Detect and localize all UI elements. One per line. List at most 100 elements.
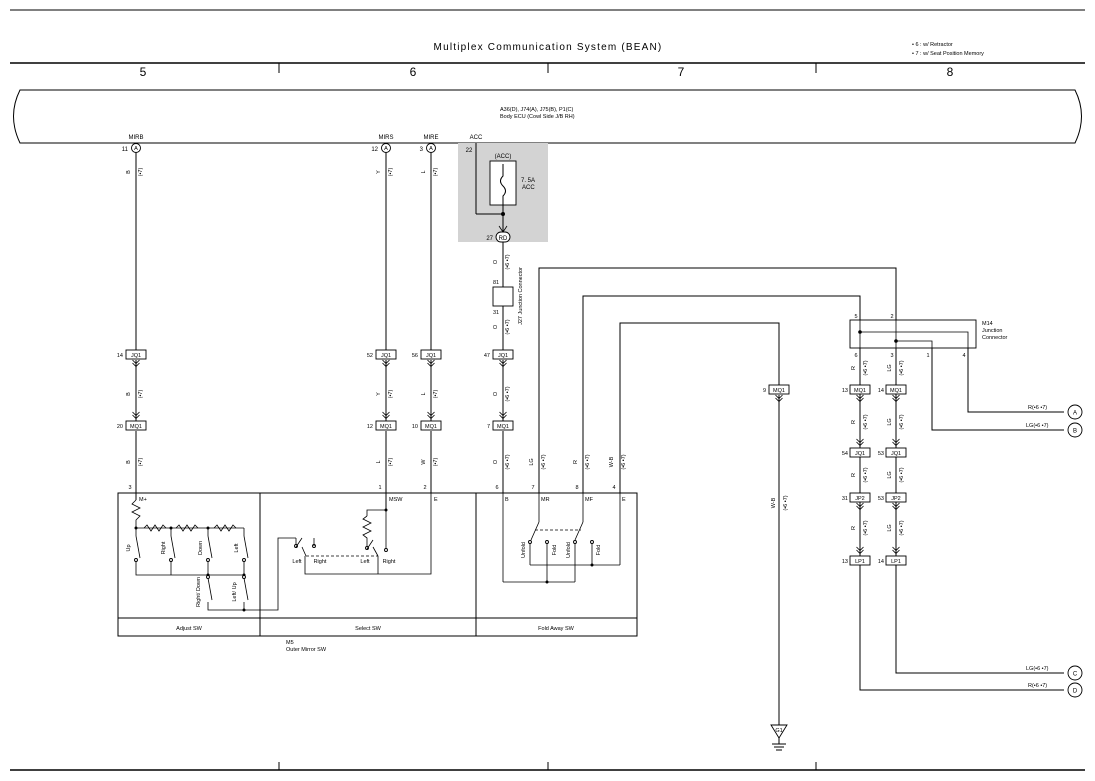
terminal-pin: 12 — [371, 147, 378, 153]
conn-name: MQ1 — [425, 424, 437, 430]
select-label-left: Left — [360, 559, 370, 565]
mirror-pin: 8 — [575, 485, 578, 491]
terminal-conn: A — [134, 146, 138, 152]
wire-tag: (•6 •7) — [783, 495, 789, 510]
fold-away-switch: Unfold Fold Unfold Fold — [502, 493, 621, 584]
ecu-connectors: A36(D), J74(A), J75(B), P1(C) — [500, 107, 574, 113]
wire-tag: (•7) — [433, 458, 439, 467]
adjust-label-right: Right — [161, 541, 167, 554]
adjust-label-right-down: Right/ Down — [196, 577, 202, 607]
mirror-pin: 3 — [128, 485, 131, 491]
conn-name: JQ1 — [855, 451, 865, 457]
wire-tag: (•7) — [138, 458, 144, 467]
wire-color: LG — [887, 524, 893, 531]
wire-color: R — [851, 473, 857, 477]
wire-color: L — [421, 392, 427, 395]
mirror-term: E — [622, 497, 626, 503]
wire-color: LG — [887, 418, 893, 425]
wire-tag: (•6 •7) — [899, 467, 905, 482]
mirror-pin: 2 — [423, 485, 426, 491]
fold-label-unfold: Unfold — [521, 542, 527, 558]
fuse-block: ACC 22 (ACC) 7. 5A ACC RD 27 — [458, 135, 548, 243]
fold-label-fold: Fold — [552, 545, 558, 556]
wire-color: B — [126, 460, 132, 464]
select-label-right: Right — [383, 559, 396, 565]
conn-name: JQ1 — [498, 353, 508, 359]
conn-name: MQ1 — [854, 388, 866, 394]
ecu-name: Body ECU (Cowl Side J/B RH) — [500, 114, 575, 120]
adjust-label-left-up: Left/ Up — [232, 582, 238, 601]
fuse-name: ACC — [522, 185, 535, 191]
m14-pin: 3 — [890, 353, 893, 359]
conn-pin: 13 — [842, 559, 848, 565]
wire-tag: (•7) — [138, 168, 144, 177]
wire-tag: (•6 •7) — [621, 454, 627, 469]
adjust-switch: Up Right Down Left Right/ Down Left/ Up — [126, 493, 296, 612]
wire-tag: (•7) — [388, 390, 394, 399]
select-label-right: Right — [314, 559, 327, 565]
m14-pin: 4 — [962, 353, 965, 359]
output-c: LG(•6 •7) C — [1026, 665, 1083, 681]
terminal-name: MIRB — [129, 135, 144, 141]
mirror-term: MF — [585, 497, 594, 503]
fuse-rating: 7. 5A — [521, 178, 535, 184]
wire-tag: (•7) — [388, 458, 394, 467]
column-number-5: 5 — [140, 65, 147, 79]
fold-label-fold: Fold — [596, 545, 602, 556]
conn-pin: 47 — [484, 353, 490, 359]
resistor-icon — [131, 499, 141, 528]
output-label: LG(•6 •7) — [1026, 423, 1049, 429]
conn-name: JQ1 — [131, 353, 141, 359]
wire-tag: (•7) — [433, 390, 439, 399]
column-number-7: 7 — [678, 65, 685, 79]
output-tag: C — [1073, 672, 1078, 678]
m14-pin: 5 — [854, 314, 857, 320]
conn-name: LP1 — [891, 559, 901, 565]
wire-tag: (•6 •7) — [585, 454, 591, 469]
j27-pin-in: 81 — [493, 280, 499, 286]
junction-m14: M14 Junction Connector 5 2 6 3 1 4 — [849, 314, 1064, 431]
fuse-pin: 22 — [466, 148, 473, 154]
conn-pin: 31 — [842, 496, 848, 502]
terminal-pin: 3 — [420, 147, 424, 153]
wire-color: O — [493, 391, 499, 396]
ground-icon — [770, 724, 788, 739]
mirror-term: MR — [541, 497, 550, 503]
conn-name: MQ1 — [890, 388, 902, 394]
conn-name: MQ1 — [773, 388, 785, 394]
wire-color: LG — [529, 458, 535, 465]
output-label: LG(•6 •7) — [1026, 666, 1049, 672]
wire-color: R — [851, 366, 857, 370]
ground-run: MQ1 9 G1 — [763, 384, 790, 751]
section-fold-away-sw: Fold Away SW — [538, 626, 574, 632]
note-seat-memory: • 7 : w/ Seat Position Memory — [912, 51, 984, 57]
wire-color: B — [126, 392, 132, 396]
wire-tag: (•6 •7) — [541, 454, 547, 469]
conn-pin: 14 — [117, 353, 123, 359]
select-switch: Left Right Left Right — [292, 493, 432, 575]
wire-tag: (•7) — [433, 168, 439, 177]
ground-label: G1 — [775, 728, 782, 734]
mirror-term: E — [434, 497, 438, 503]
wire-color: B — [126, 170, 132, 174]
routing-wires — [538, 267, 897, 493]
wire-color: W-B — [771, 497, 777, 508]
diagram-title: Multiplex Communication System (BEAN) — [434, 42, 663, 53]
conn-pin: 9 — [763, 388, 766, 394]
mirror-term: MSW — [389, 497, 403, 503]
wire-tag: (•7) — [388, 168, 394, 177]
conn-name: LP1 — [855, 559, 865, 565]
conn-pin: 14 — [878, 388, 884, 394]
wire-color: W-B — [609, 456, 615, 467]
conn-name: JP2 — [855, 496, 864, 502]
wire-tag: (•7) — [138, 390, 144, 399]
column-number-8: 8 — [947, 65, 954, 79]
m14-name: M14 — [982, 321, 993, 327]
wire-tag: (•6 •7) — [863, 467, 869, 482]
conn-pin: 54 — [842, 451, 848, 457]
wire-color: Y — [376, 392, 382, 396]
mirror-name: Outer Mirror SW — [286, 647, 327, 653]
mirror-term: M+ — [139, 497, 147, 503]
terminal-mirs: MIRS 12 A — [371, 135, 393, 153]
